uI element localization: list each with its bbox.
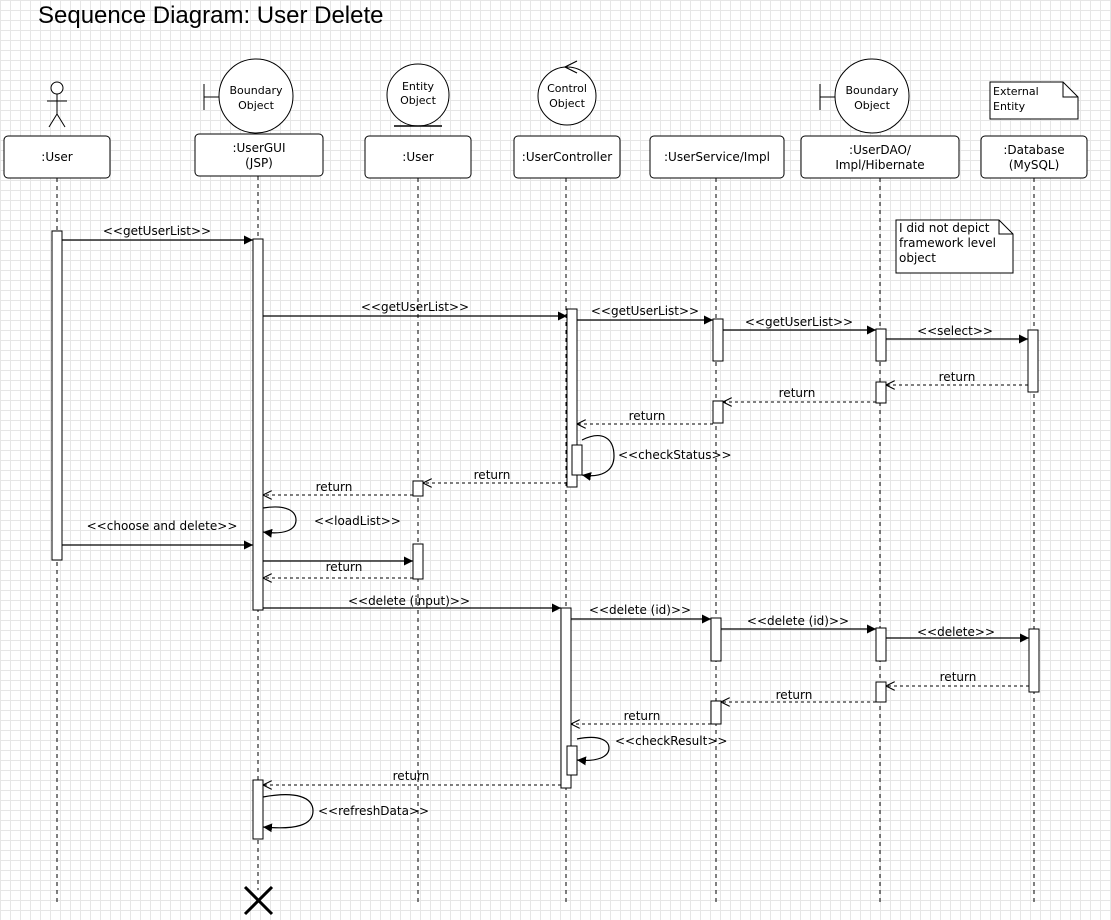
- activation-bar: [571, 444, 583, 476]
- activations: [51, 230, 1040, 840]
- message-label: <<delete (input)>>: [348, 594, 470, 608]
- participant-label-line2: (JSP): [245, 156, 273, 170]
- note-line3: object: [899, 251, 936, 265]
- message-label: return: [629, 409, 666, 423]
- self-message-arrow: [581, 435, 615, 481]
- participant-label-line2: (MySQL): [1009, 158, 1060, 172]
- participant-user-actor: :User: [3, 135, 111, 179]
- message-label: return: [393, 769, 430, 783]
- message-label: <<delete (id)>>: [589, 603, 691, 617]
- activation-bar: [412, 543, 424, 580]
- activation-bar: [710, 700, 722, 725]
- note-framework: I did not depict framework level object: [895, 219, 1014, 274]
- message-label: return: [939, 370, 976, 384]
- participant-label-line1: :Database: [1003, 143, 1064, 157]
- control-object-icon: Control Object: [537, 60, 597, 126]
- message-label: <<delete>>: [917, 625, 995, 639]
- activation-bar: [875, 328, 887, 362]
- note-line2: framework level: [899, 236, 996, 250]
- destroy-icon: [243, 885, 274, 916]
- message-label: <<delete (id)>>: [747, 614, 849, 628]
- external-label-line2: Entity: [993, 100, 1026, 113]
- boundary-label-line2: Object: [238, 99, 275, 112]
- participant-database: :Database (MySQL): [980, 135, 1088, 179]
- message-label: <<checkStatus>>: [618, 448, 732, 462]
- entity-label-line2: Object: [400, 94, 437, 107]
- external-entity-icon: External Entity: [989, 81, 1079, 120]
- self-message-arrow: [576, 736, 610, 766]
- lifelines: [56, 176, 1035, 905]
- activation-bar: [710, 617, 722, 662]
- activation-bar: [712, 400, 724, 424]
- boundary-label-line1: Boundary: [230, 84, 283, 97]
- actor-icon: [47, 81, 67, 128]
- message-label: return: [316, 480, 353, 494]
- external-label-line1: External: [993, 85, 1039, 98]
- boundary-object-icon: Boundary Object: [203, 58, 294, 134]
- self-message-arrow: [262, 794, 314, 833]
- activation-bar: [875, 681, 887, 703]
- entity-object-icon: Entity Object: [386, 63, 450, 127]
- participant-usercontroller: :UserController: [513, 135, 621, 179]
- participant-label-line1: :UserGUI: [232, 141, 285, 155]
- activation-bar: [560, 607, 572, 789]
- message-label: return: [776, 688, 813, 702]
- activation-bar: [875, 627, 887, 662]
- messages: <<getUserList>> <<getUserList>> <<getUse…: [62, 224, 1029, 833]
- message-label: <<refreshData>>: [318, 804, 429, 818]
- message-label: <<checkResult>>: [615, 734, 727, 748]
- participant-label: :UserService/Impl: [664, 150, 770, 164]
- message-label: return: [940, 670, 977, 684]
- activation-bar: [875, 381, 887, 404]
- note-line1: I did not depict: [899, 221, 990, 235]
- activation-bar: [566, 745, 578, 776]
- message-label: return: [624, 709, 661, 723]
- message-label: <<getUserList>>: [103, 224, 211, 238]
- participant-usergui: :UserGUI (JSP): [194, 133, 324, 177]
- entity-label-line1: Entity: [402, 80, 435, 93]
- boundary-2-label-line2: Object: [854, 99, 891, 112]
- participant-label-line1: :UserDAO/: [849, 143, 912, 157]
- activation-bar: [1027, 329, 1039, 393]
- control-label-line1: Control: [547, 82, 587, 95]
- activation-bar: [252, 779, 264, 840]
- participant-userdao: :UserDAO/ Impl/Hibernate: [800, 135, 960, 179]
- participant-userservice: :UserService/Impl: [649, 135, 785, 179]
- message-label: <<getUserList>>: [361, 300, 469, 314]
- control-label-line2: Object: [549, 97, 586, 110]
- boundary-object-icon-2: Boundary Object: [819, 58, 910, 134]
- message-label: <<loadList>>: [314, 514, 401, 528]
- message-label: return: [779, 386, 816, 400]
- message-label: return: [326, 560, 363, 574]
- activation-bar: [51, 230, 63, 561]
- activation-bar: [252, 238, 264, 611]
- message-label: <<getUserList>>: [591, 304, 699, 318]
- activation-bar: [566, 308, 578, 488]
- participant-label: :UserController: [522, 150, 612, 164]
- boundary-2-label-line1: Boundary: [846, 84, 899, 97]
- activation-bar: [712, 318, 724, 362]
- activation-bar: [412, 480, 424, 497]
- message-label: <<choose and delete>>: [87, 519, 238, 533]
- message-label: <<select>>: [917, 324, 993, 338]
- message-label: return: [474, 468, 511, 482]
- diagram-title: Sequence Diagram: User Delete: [38, 2, 384, 29]
- participant-label: :User: [41, 150, 72, 164]
- participant-label-line2: Impl/Hibernate: [835, 158, 924, 172]
- message-label: <<getUserList>>: [745, 315, 853, 329]
- activation-bar: [1028, 628, 1040, 693]
- participant-label: :User: [402, 150, 433, 164]
- participant-user-entity: :User: [364, 135, 472, 179]
- self-message-arrow: [262, 506, 297, 538]
